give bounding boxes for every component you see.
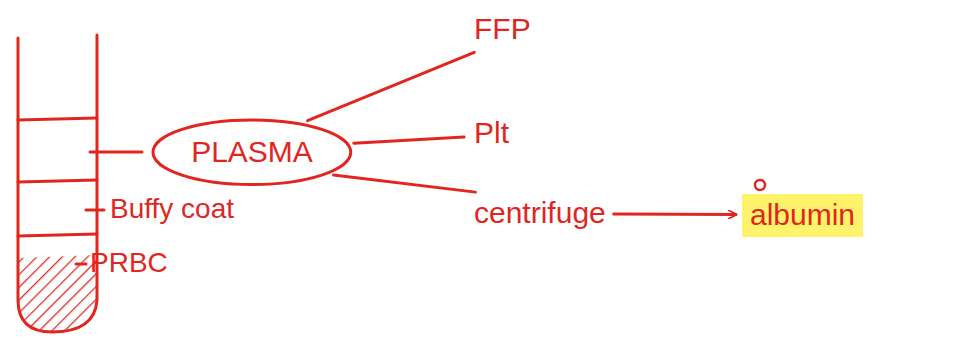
node-text: centrifuge [474,196,606,231]
small-mark [755,180,765,190]
red-cell-hatching [18,255,97,332]
process-text: centrifuge [470,194,610,233]
branch-line [334,175,476,192]
branch-line [354,137,464,143]
layer-label: Buffy coat [110,193,234,225]
node-text: FFP [474,12,531,47]
layer-line [18,118,97,120]
node-text: Plt [474,116,509,151]
branch-line [308,52,475,120]
layer-label: PRBC [90,247,168,279]
layer-line [18,180,97,182]
connector-layer [308,52,736,214]
tube-outline [18,35,97,332]
highlight-box: albumin [742,194,863,237]
leader-line [76,263,86,266]
product-text: Plt [470,114,513,153]
leader-line [90,151,142,154]
plasma-ellipse: PLASMA [151,118,353,187]
node-text: albumin [750,198,855,233]
layer-line [18,234,97,236]
test-tube [18,35,142,332]
ellipse-outline [153,120,351,185]
flow-arrow [614,212,736,216]
product-text: FFP [470,10,535,49]
node-text: PLASMA [191,135,313,170]
leader-line [86,209,104,212]
